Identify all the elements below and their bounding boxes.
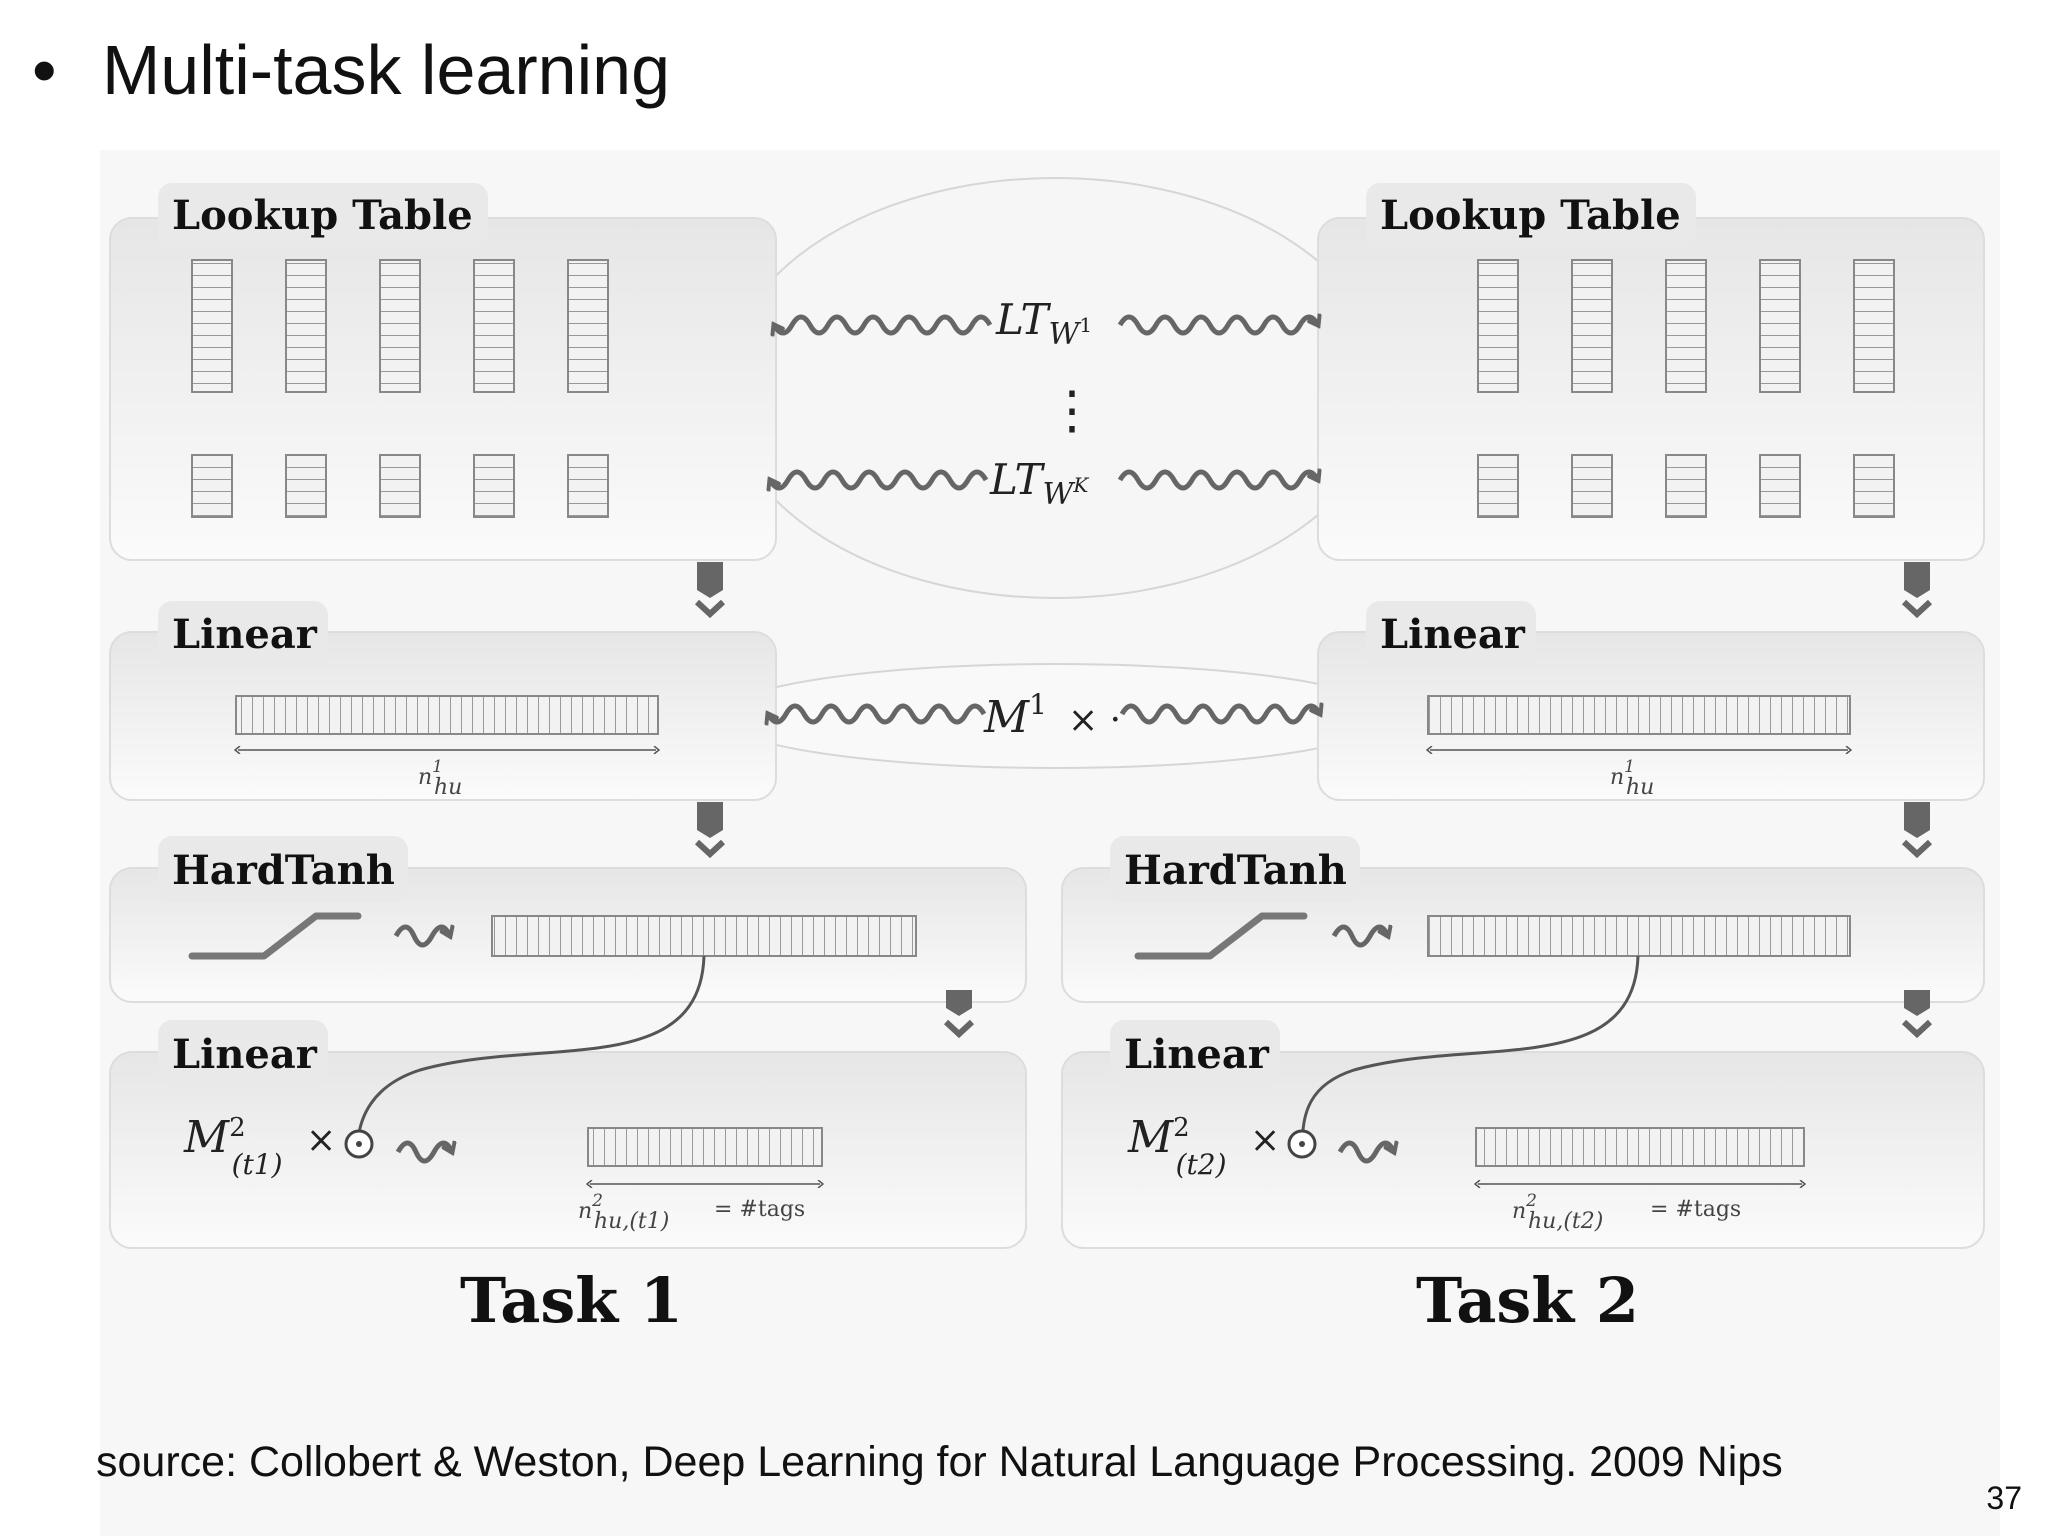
lt-first-label: LTW1	[995, 295, 1092, 352]
task1-linear2-tab	[158, 1020, 328, 1086]
task1-hardtanh-icon	[188, 912, 362, 960]
task2-times: ×	[1250, 1120, 1280, 1161]
task1-squiggle-arrow-2	[395, 1143, 452, 1164]
task2-squiggle-arrow-1	[1331, 927, 1388, 948]
task1-odot-icon	[344, 1129, 374, 1159]
task1-title: Task 1	[460, 1264, 683, 1337]
task2-hidden-vector-1	[1427, 695, 1851, 735]
task2-flow-arrow-2	[1901, 802, 1933, 859]
lt-last-label: LTWK	[989, 455, 1089, 512]
task1-connector-curve	[356, 955, 706, 1141]
task2-hardtanh-icon	[1134, 912, 1308, 960]
m1-times: × ·	[1068, 700, 1121, 741]
task1-linear1-label: Linear	[172, 611, 318, 658]
lt-first-wave-right	[1117, 317, 1318, 336]
task1-flow-arrow-1	[694, 562, 726, 619]
task2-output-vector	[1475, 1127, 1805, 1167]
lt-first-wave-left	[774, 314, 993, 333]
task2-hardtanh-label: HardTanh	[1124, 847, 1347, 894]
slide-title-text: Multi-task learning	[102, 31, 670, 109]
task2-lookup-columns	[1477, 259, 1895, 518]
task2-connector-curve	[1300, 955, 1640, 1141]
task2-title: Task 2	[1416, 1264, 1639, 1337]
m1-wave-right	[1119, 706, 1320, 725]
task2-hardtanh-tab	[1110, 836, 1360, 902]
task2-linear1-tab	[1366, 601, 1536, 667]
task2-lookup-label: Lookup Table	[1380, 192, 1681, 239]
task1-hidden-vector-1	[235, 695, 659, 735]
task2-m2: M2(t2)	[1127, 1112, 1227, 1181]
task1-flow-arrow-2	[694, 802, 726, 859]
slide-title: • Multi-task learning	[32, 20, 670, 120]
task1-m2: M2(t1)	[183, 1112, 283, 1181]
m1-wave-left	[768, 703, 987, 722]
task2-squiggle-arrow-2	[1337, 1143, 1394, 1164]
task2-tags: = #tags	[1650, 1197, 1741, 1222]
task2-flow-arrow-1	[1901, 562, 1933, 619]
task1-linear2-label: Linear	[172, 1031, 318, 1078]
task1-lookup-tab	[158, 183, 488, 249]
page-number: 37	[1986, 1480, 2022, 1516]
task1-times: ×	[306, 1120, 336, 1161]
task2-linear1-label: Linear	[1380, 611, 1526, 658]
task1-hardtanh-label: HardTanh	[172, 847, 395, 894]
m1-label: M1	[983, 688, 1047, 743]
task1-lookup-columns	[191, 259, 609, 518]
task1-lookup-label: Lookup Table	[172, 192, 473, 239]
task2-lookup-tab	[1366, 183, 1696, 249]
source-citation: source: Collobert & Weston, Deep Learnin…	[96, 1438, 1783, 1486]
task1-linear1-tab	[158, 601, 328, 667]
task1-hidden-vector-2	[491, 915, 917, 957]
task1-hardtanh-tab	[158, 836, 408, 902]
bullet-symbol: •	[32, 31, 57, 109]
task1-flow-arrow-3	[943, 990, 975, 1039]
task1-squiggle-arrow-1	[393, 927, 450, 948]
task1-output-vector	[587, 1127, 823, 1167]
task2-hidden-vector-2	[1427, 915, 1851, 957]
lt-dots: ⋮	[1046, 381, 1098, 441]
lt-last-wave-left	[770, 469, 989, 488]
lt-last-wave-right	[1117, 472, 1318, 491]
task1-tags: = #tags	[714, 1197, 805, 1222]
task2-linear2-label: Linear	[1124, 1031, 1270, 1078]
task2-flow-arrow-3	[1901, 990, 1933, 1039]
task2-linear2-tab	[1110, 1020, 1280, 1086]
task2-odot-icon	[1287, 1129, 1317, 1159]
